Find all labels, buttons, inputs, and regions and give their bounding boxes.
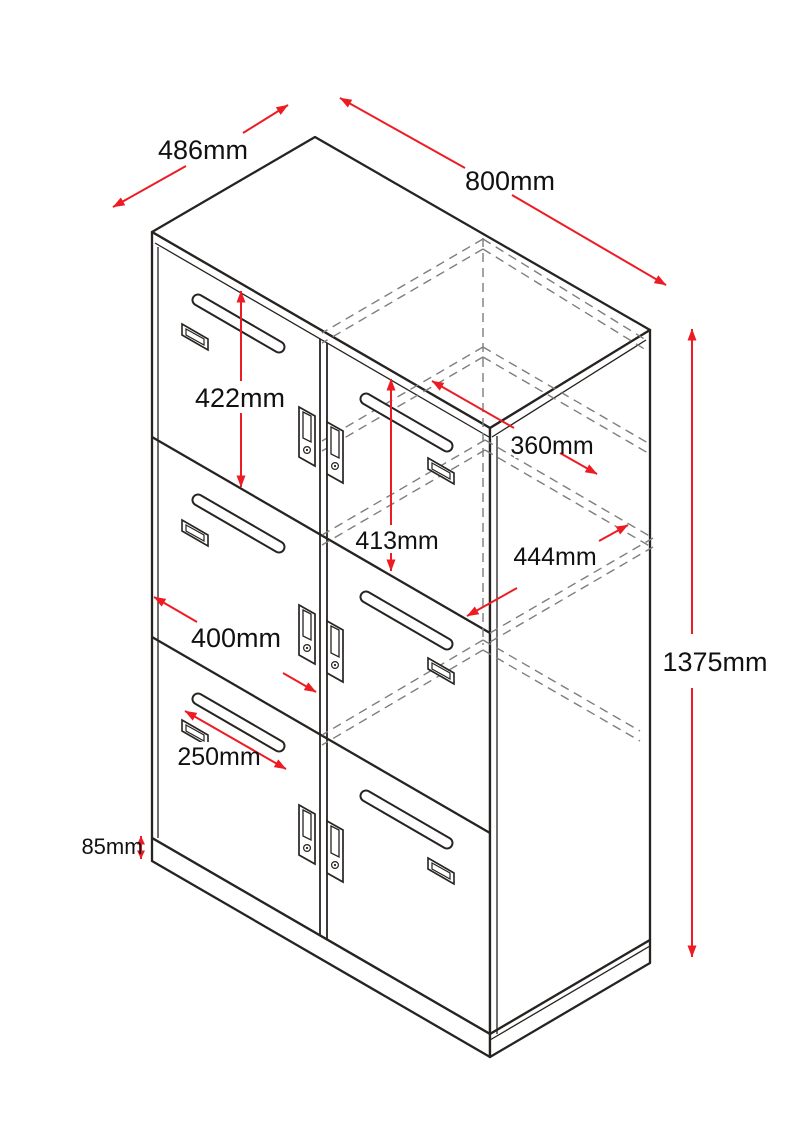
dimension-label-inner-depth: 444mm [513, 543, 596, 571]
cam-lock [298, 405, 316, 468]
cam-lock [298, 603, 316, 666]
dimension-label-overall-height: 1375mm [662, 647, 767, 677]
cam-lock [326, 819, 344, 884]
cam-lock [326, 619, 344, 684]
dimension-arrow-inner-width [431, 380, 598, 475]
dimension-label-backgrounds [85, 133, 768, 859]
dimension-label-plinth-height: 85mm [81, 834, 142, 859]
row-divider-lower [151, 636, 491, 834]
dimension-label-door-width: 400mm [191, 623, 281, 653]
cabinet-outline [150, 135, 652, 1059]
hidden-shelf-lower [321, 639, 641, 746]
dimension-label-depth: 486mm [158, 135, 248, 165]
cam-lock [298, 803, 316, 866]
dimension-label-inner-height: 413mm [355, 527, 438, 555]
dimension-label-width: 800mm [465, 166, 555, 196]
dimension-arrow-door-width [153, 596, 317, 693]
dimension-label-top-door-height: 422mm [195, 383, 285, 413]
dimension-arrow-inner-depth [466, 524, 629, 617]
hidden-internal-lines [321, 238, 654, 746]
hidden-top-panel-underside [321, 238, 647, 351]
row-divider-upper [151, 436, 491, 634]
door-top-left [181, 293, 316, 468]
dimension-arrow-depth [112, 104, 289, 208]
door-top-right [326, 392, 455, 486]
panel-edge-lines [154, 242, 651, 1041]
dimension-label-slot-length: 250mm [177, 743, 260, 771]
dimension-arrow-slot-length [184, 710, 287, 770]
dimension-arrows [112, 97, 697, 958]
door-middle-right [326, 590, 455, 686]
door-middle-left [181, 493, 316, 666]
dimension-arrow-width [339, 97, 667, 286]
hidden-mid-ledge-lines [321, 346, 649, 454]
hidden-shelf-upper [321, 439, 654, 643]
dimension-labels: 486mm 800mm 422mm 413mm 360mm 444mm 400m… [81, 135, 767, 859]
dimension-label-inner-width: 360mm [510, 432, 593, 460]
door-bottom-right [326, 789, 455, 886]
cam-lock [326, 420, 344, 485]
